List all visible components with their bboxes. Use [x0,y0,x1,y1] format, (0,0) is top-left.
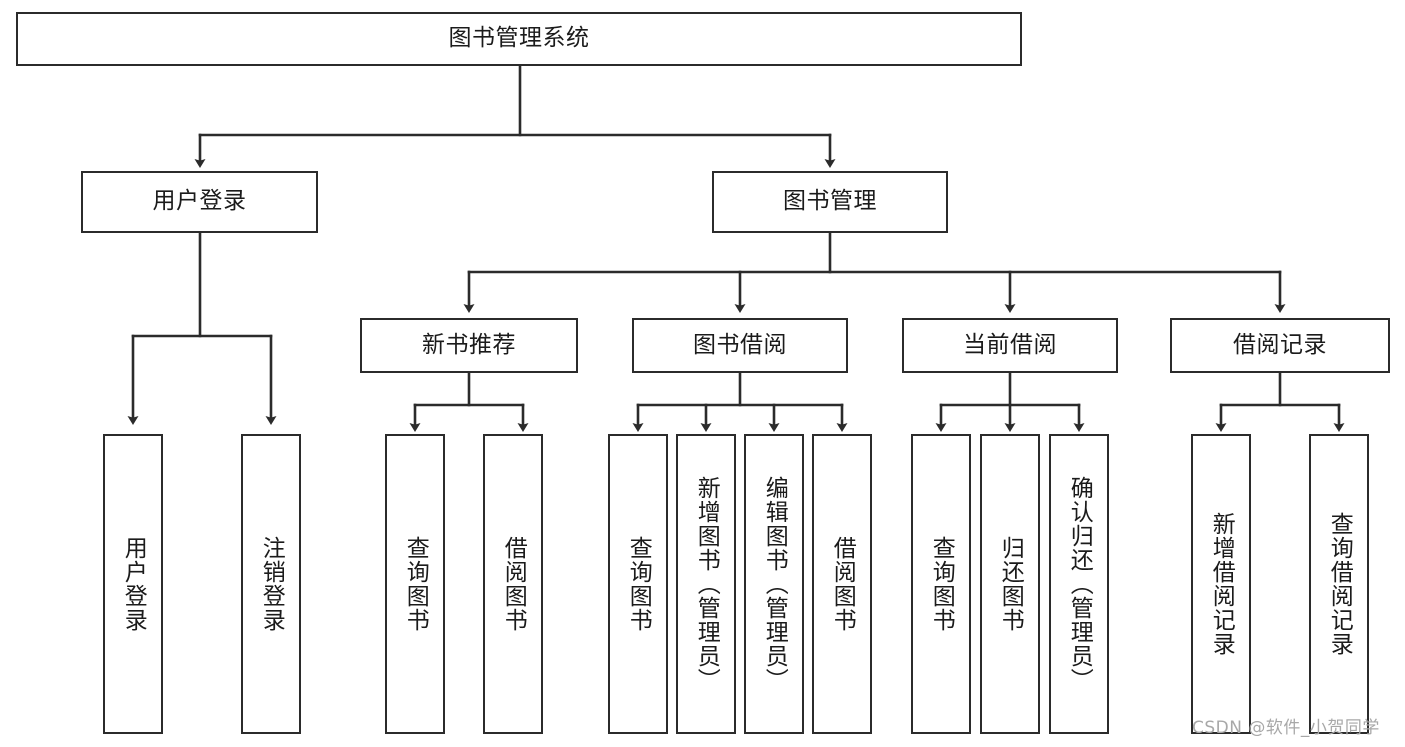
node-label: 图书管理 [783,188,877,215]
node-label: 图书借阅 [693,331,787,358]
node-label: 用户登录 [152,188,247,215]
node-label: 借阅记录 [1233,331,1327,358]
node-leaf-query-books-recommend[interactable]: 查询图书 [385,434,445,734]
node-leaf-return-books[interactable]: 归还图书 [980,434,1040,734]
node-label: 借阅图书 [829,536,856,632]
node-label: 查询图书 [625,536,652,632]
node-leaf-user-login[interactable]: 用户登录 [103,434,163,734]
node-label: 确认归还（管理员） [1066,476,1093,692]
node-label: 借阅图书 [500,536,527,632]
node-root-book-management-system[interactable]: 图书管理系统 [16,12,1022,66]
node-book-management[interactable]: 图书管理 [712,171,948,233]
node-leaf-query-books-current[interactable]: 查询图书 [911,434,971,734]
node-label: 查询图书 [928,536,955,632]
node-leaf-borrow-books-recommend[interactable]: 借阅图书 [483,434,543,734]
node-leaf-logout[interactable]: 注销登录 [241,434,301,734]
node-leaf-query-books-borrow[interactable]: 查询图书 [608,434,668,734]
node-label: 新增借阅记录 [1208,512,1235,656]
node-label: 归还图书 [997,536,1024,632]
node-label: 用户登录 [120,536,147,632]
node-book-borrowing[interactable]: 图书借阅 [632,318,848,373]
node-label: 查询借阅记录 [1326,512,1353,656]
node-label: 新增图书（管理员） [693,476,720,692]
node-leaf-query-borrow-record[interactable]: 查询借阅记录 [1309,434,1369,734]
node-label: 编辑图书（管理员） [761,476,788,692]
csdn-watermark: CSDN @软件_小贺同学 [1192,718,1380,738]
node-current-borrowing[interactable]: 当前借阅 [902,318,1118,373]
node-label: 注销登录 [258,536,285,632]
node-leaf-confirm-return-admin[interactable]: 确认归还（管理员） [1049,434,1109,734]
node-new-book-recommendation[interactable]: 新书推荐 [360,318,578,373]
node-label: 查询图书 [402,536,429,632]
node-label: 新书推荐 [422,331,516,358]
node-label: 当前借阅 [963,331,1057,358]
node-leaf-add-borrow-record[interactable]: 新增借阅记录 [1191,434,1251,734]
node-label: 图书管理系统 [448,25,590,52]
node-leaf-edit-book-admin[interactable]: 编辑图书（管理员） [744,434,804,734]
node-user-login[interactable]: 用户登录 [81,171,318,233]
node-borrow-records[interactable]: 借阅记录 [1170,318,1390,373]
node-leaf-borrow-books[interactable]: 借阅图书 [812,434,872,734]
node-leaf-add-book-admin[interactable]: 新增图书（管理员） [676,434,736,734]
